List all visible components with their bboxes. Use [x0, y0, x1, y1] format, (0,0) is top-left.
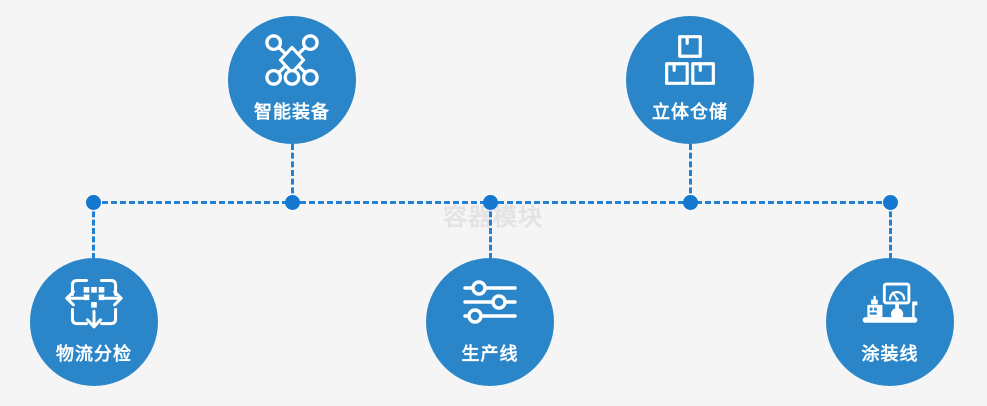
node-label: 涂装线: [861, 344, 919, 365]
junction-dot-warehouse: [683, 195, 698, 210]
node-production-line: 生产线: [426, 258, 554, 386]
network-nodes-icon: [263, 30, 321, 90]
node-label: 物流分检: [56, 344, 132, 365]
junction-dot-center: [483, 195, 498, 210]
node-smart-equipment: 智能装备: [228, 16, 356, 144]
node-label: 智能装备: [254, 102, 330, 123]
junction-dot-smart-equipment: [285, 195, 300, 210]
stacked-boxes-icon: [662, 30, 718, 90]
node-logistics-sorting: 物流分检: [30, 258, 158, 386]
junction-dot-left: [86, 195, 101, 210]
connector-production-drop: [489, 203, 492, 259]
sliders-icon: [462, 272, 518, 332]
node-label: 生产线: [461, 344, 519, 365]
node-label: 立体仓储: [652, 102, 728, 123]
control-station-icon: [856, 272, 924, 332]
connector-warehouse-drop: [689, 144, 692, 202]
node-painting-line: 涂装线: [826, 258, 954, 386]
connector-logistics-drop: [92, 203, 95, 259]
sort-dispatch-icon: [64, 272, 124, 332]
connector-painting-drop: [889, 203, 892, 259]
connector-smart-equipment-drop: [291, 144, 294, 202]
node-warehouse: 立体仓储: [626, 16, 754, 144]
junction-dot-right: [883, 195, 898, 210]
